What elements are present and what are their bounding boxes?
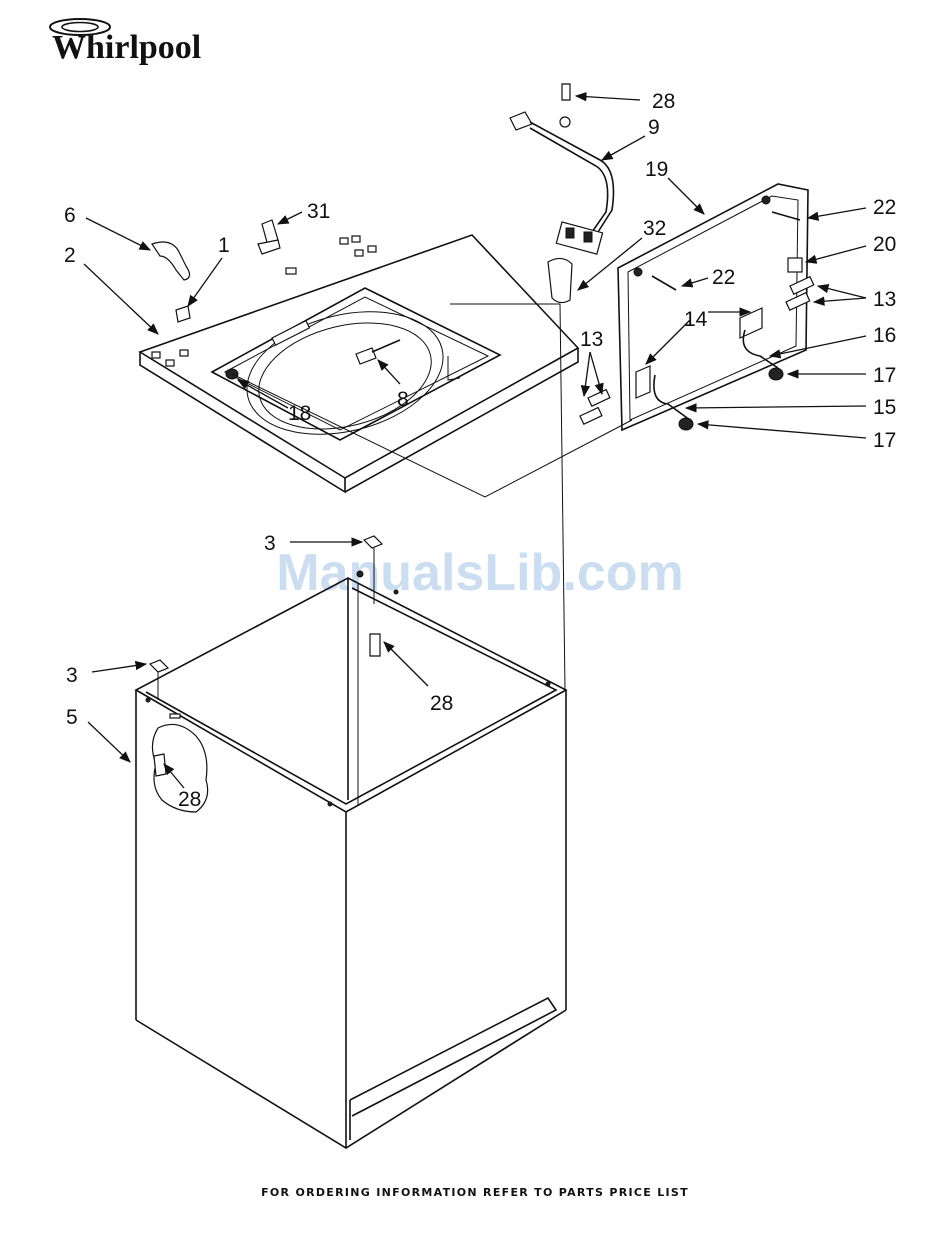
callout-15: 15 (873, 396, 896, 419)
callout-9: 9 (648, 116, 660, 139)
callout-20: 20 (873, 233, 896, 256)
callouts: 28 9 19 22 20 22 13 32 14 16 13 17 15 17… (64, 90, 896, 811)
callout-28-cutaway: 28 (178, 788, 201, 811)
console-frame (580, 184, 814, 430)
lid-switch (548, 258, 572, 302)
watermark: ManualsLib.com (276, 544, 683, 602)
whirlpool-logo: Whirlpool (50, 19, 201, 66)
callout-28-top: 28 (652, 90, 675, 113)
callout-3-lower: 3 (66, 664, 78, 687)
clip-3-lower (150, 660, 168, 700)
callout-22-right: 22 (873, 196, 896, 219)
callout-8: 8 (397, 388, 409, 411)
callout-6: 6 (64, 204, 76, 227)
callout-3-upper: 3 (264, 532, 276, 555)
footer-note: FOR ORDERING INFORMATION REFER TO PARTS … (0, 1186, 950, 1199)
callout-1: 1 (218, 234, 230, 257)
cabinet (136, 571, 566, 1148)
callout-17-upper: 17 (873, 364, 896, 387)
top-lid (140, 235, 632, 690)
callout-16: 16 (873, 324, 896, 347)
callout-22-left: 22 (712, 266, 735, 289)
callout-17-lower: 17 (873, 429, 896, 452)
callout-28-cabinet: 28 (430, 692, 453, 715)
logo-text: Whirlpool (52, 29, 201, 66)
callout-31: 31 (307, 200, 330, 223)
callout-14: 14 (684, 308, 708, 331)
callout-19: 19 (645, 158, 668, 181)
clip-31 (258, 220, 280, 254)
callout-2: 2 (64, 244, 76, 267)
callout-5: 5 (66, 706, 78, 729)
clip-1 (176, 306, 190, 322)
callout-32: 32 (643, 217, 666, 240)
callout-13-left: 13 (580, 328, 603, 351)
wire-harness (510, 84, 614, 254)
callout-18: 18 (288, 402, 311, 425)
screw-28-cabinet (370, 634, 380, 656)
callout-13-right: 13 (873, 288, 896, 311)
hinge-clip (152, 242, 190, 280)
